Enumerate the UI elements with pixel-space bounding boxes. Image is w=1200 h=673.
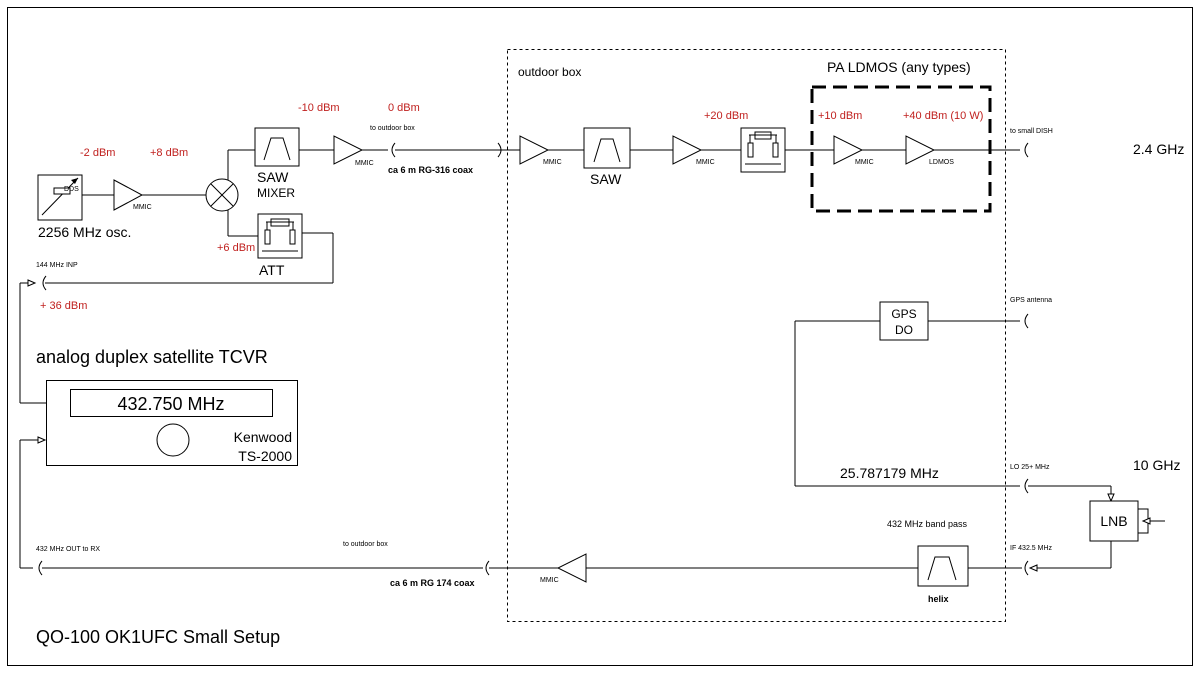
do-label: DO — [895, 323, 913, 337]
level-plus-36: + 36 dBm — [40, 300, 87, 312]
connector-dish — [1024, 142, 1029, 158]
tcvr-title: analog duplex satellite TCVR — [36, 347, 268, 367]
mmic-label-2: MMIC — [355, 160, 374, 167]
level-zero: 0 dBm — [388, 102, 420, 114]
mixer-label: MIXER — [257, 186, 295, 200]
oscillator-2256: DDS — [37, 174, 83, 221]
mmic-label-3: MMIC — [543, 159, 562, 166]
tuning-knob — [156, 423, 190, 457]
lo-25-label: LO 25+ MHz — [1010, 464, 1050, 471]
pa-ldmos-label: PA LDMOS (any types) — [827, 59, 971, 75]
band-pass-label: 432 MHz band pass — [887, 519, 968, 529]
mmic-label-5: MMIC — [855, 159, 874, 166]
level-plus-40: +40 dBm (10 W) — [903, 110, 983, 122]
saw-filter-1 — [254, 127, 300, 167]
out-432-label: 432 MHz OUT to RX — [36, 546, 100, 553]
dds-label: DDS — [64, 186, 79, 193]
pa-ldmos-outline — [810, 85, 992, 213]
saw-label-1: SAW — [257, 169, 289, 185]
freq-24-label: 2.4 GHz — [1133, 141, 1184, 157]
mmic-amp-4 — [672, 135, 703, 165]
kenwood-tcvr — [46, 380, 298, 466]
connector-432-out — [38, 560, 43, 576]
to-outdoor-box-label-1: to outdoor box — [370, 125, 415, 132]
level-plus-10: +10 dBm — [818, 110, 862, 122]
mmic-amp-2 — [333, 135, 364, 165]
connector-to-outdoor-tx — [391, 142, 396, 158]
mmic-amp-5 — [833, 135, 864, 165]
freq-10-label: 10 GHz — [1133, 457, 1180, 473]
kenwood-label: Kenwood — [234, 429, 292, 445]
attenuator-2 — [740, 127, 786, 173]
att-label: ATT — [259, 262, 285, 278]
diagram-title: QO-100 OK1UFC Small Setup — [36, 627, 280, 647]
level-plus-6: +6 dBm — [217, 242, 255, 254]
connector-rx-outdoor — [485, 560, 490, 576]
lnb — [1089, 500, 1165, 542]
connector-gps-antenna — [1024, 313, 1029, 329]
outdoor-box-label: outdoor box — [518, 65, 581, 79]
outdoor-box-outline — [507, 49, 1006, 622]
connector-144-inp — [42, 275, 47, 291]
mmic-amp-1 — [113, 179, 144, 211]
helix-filter — [917, 545, 969, 587]
ldmos-label: LDMOS — [929, 159, 954, 166]
model-label: TS-2000 — [238, 448, 292, 464]
saw-filter-2 — [583, 127, 631, 169]
mmic-label-4: MMIC — [696, 159, 715, 166]
osc-label: 2256 MHz osc. — [38, 224, 131, 240]
lnb-label: LNB — [1100, 513, 1127, 529]
mmic-amp-3 — [519, 135, 550, 165]
level-plus-20: +20 dBm — [704, 110, 748, 122]
level-minus-10: -10 dBm — [298, 102, 340, 114]
ldmos-amp — [905, 135, 936, 165]
connector-lo — [1024, 478, 1029, 494]
diagram-frame — [7, 7, 1193, 666]
mixer — [205, 178, 239, 212]
if-4325-label: IF 432.5 MHz — [1010, 545, 1053, 552]
to-outdoor-box-label-2: to outdoor box — [343, 541, 388, 548]
saw-label-2: SAW — [590, 171, 622, 187]
gps-label: GPS — [891, 307, 916, 321]
level-plus-8: +8 dBm — [150, 147, 188, 159]
frequency-display — [70, 389, 273, 417]
coax-316-label: ca 6 m RG-316 coax — [388, 165, 473, 175]
gps-antenna-label: GPS antenna — [1010, 297, 1052, 304]
display-frequency: 432.750 MHz — [117, 394, 224, 414]
helix-label: helix — [928, 594, 949, 604]
lo-freq-label: 25.787179 MHz — [840, 465, 939, 481]
level-minus-2: -2 dBm — [80, 147, 115, 159]
inp-144-label: 144 MHz INP — [36, 262, 78, 269]
mmic-label-rx: MMIC — [540, 577, 559, 584]
mmic-amp-rx — [556, 553, 587, 583]
attenuator — [257, 213, 303, 259]
mmic-label-1: MMIC — [133, 204, 152, 211]
connector-if — [1024, 560, 1029, 576]
coax-174-label: ca 6 m RG 174 coax — [390, 578, 475, 588]
gpsdo — [879, 301, 929, 341]
to-small-dish-label: to small DISH — [1010, 128, 1053, 135]
